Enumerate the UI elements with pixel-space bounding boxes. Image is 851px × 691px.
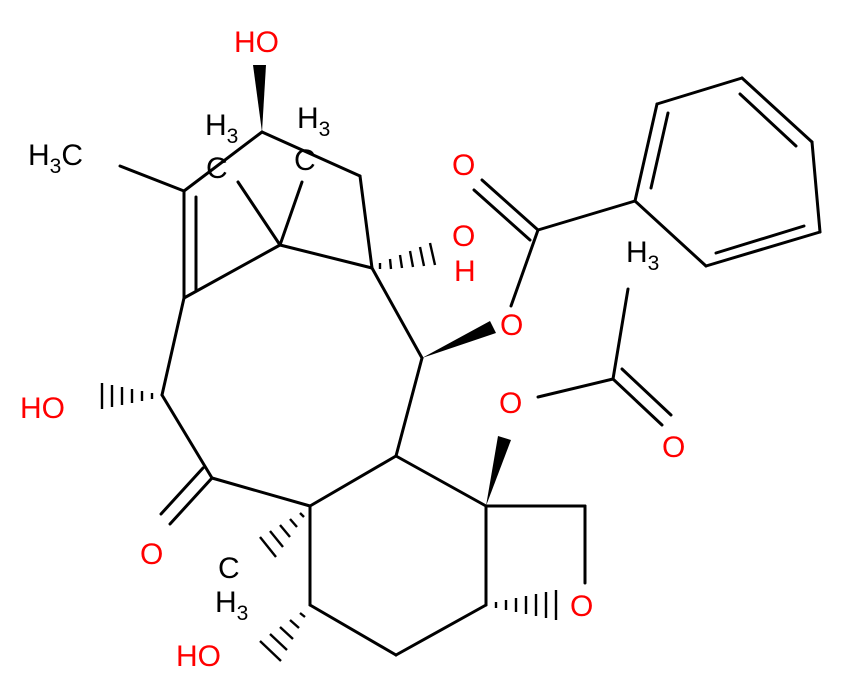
bond xyxy=(740,76,814,144)
hashed-wedge-bond xyxy=(494,590,558,620)
bond xyxy=(168,476,214,526)
bond xyxy=(308,454,398,508)
stereo-bonds xyxy=(100,65,558,662)
bond xyxy=(472,188,532,242)
bond xyxy=(394,603,488,657)
bond xyxy=(633,102,659,203)
methyl-label: H3 xyxy=(626,236,659,275)
hydroxyl-label: H xyxy=(454,255,476,288)
carbonyl-oxygen-label: O xyxy=(452,149,475,182)
hashed-wedge-bond xyxy=(100,383,154,409)
bond xyxy=(278,243,374,270)
oxetane-oxygen-label: O xyxy=(570,590,593,623)
bond xyxy=(649,111,670,190)
bond xyxy=(118,164,186,193)
bond xyxy=(160,393,214,480)
bond xyxy=(655,76,744,106)
bond xyxy=(260,130,362,178)
bond xyxy=(611,377,664,427)
bond xyxy=(358,174,374,270)
bond xyxy=(620,367,673,417)
methyl-label: H3 xyxy=(205,109,238,148)
bond xyxy=(509,228,540,308)
methyl-label: H3 xyxy=(215,586,248,625)
bond xyxy=(160,296,186,397)
methyl-label: C xyxy=(206,152,228,185)
methyl-label: H3C xyxy=(28,139,83,178)
hashed-wedge-bond xyxy=(259,512,305,558)
methyl-label: H3 xyxy=(297,102,330,141)
hydroxyl-label: HO xyxy=(234,26,279,59)
methyl-label: C xyxy=(218,552,240,585)
bond xyxy=(810,140,822,234)
bond xyxy=(611,287,630,381)
methyl-label: C xyxy=(294,144,316,177)
bond xyxy=(370,266,424,360)
bond xyxy=(714,224,806,255)
wedge-bond xyxy=(486,436,511,506)
ester-oxygen-label: O xyxy=(500,309,523,342)
wedge-bond xyxy=(422,321,496,358)
hydroxyl-label: O xyxy=(452,220,475,253)
bond xyxy=(633,199,708,268)
bond xyxy=(278,180,304,247)
bond xyxy=(159,466,205,516)
bonds xyxy=(118,76,822,657)
hashed-wedge-bond xyxy=(259,612,306,662)
bond xyxy=(236,180,282,247)
bond xyxy=(704,230,822,268)
bond xyxy=(536,377,615,399)
bond xyxy=(738,92,798,148)
bond xyxy=(182,130,264,193)
bond xyxy=(182,243,282,300)
bond xyxy=(210,476,312,508)
ketone-oxygen-label: O xyxy=(140,538,163,571)
carbonyl-oxygen-label: O xyxy=(662,431,685,464)
hydroxyl-label: HO xyxy=(20,392,65,425)
bond xyxy=(536,199,637,232)
bond xyxy=(480,178,540,232)
ester-oxygen-label: O xyxy=(499,387,522,420)
hashed-wedge-bond xyxy=(378,242,437,270)
wedge-bond xyxy=(253,65,266,132)
atom-labels: HO H3C H3 C H3 C O H O O H3 O O HO O C H… xyxy=(20,26,685,673)
bond xyxy=(394,356,424,458)
hydroxyl-label: HO xyxy=(176,640,221,673)
bond xyxy=(394,454,488,508)
bond xyxy=(308,603,398,657)
